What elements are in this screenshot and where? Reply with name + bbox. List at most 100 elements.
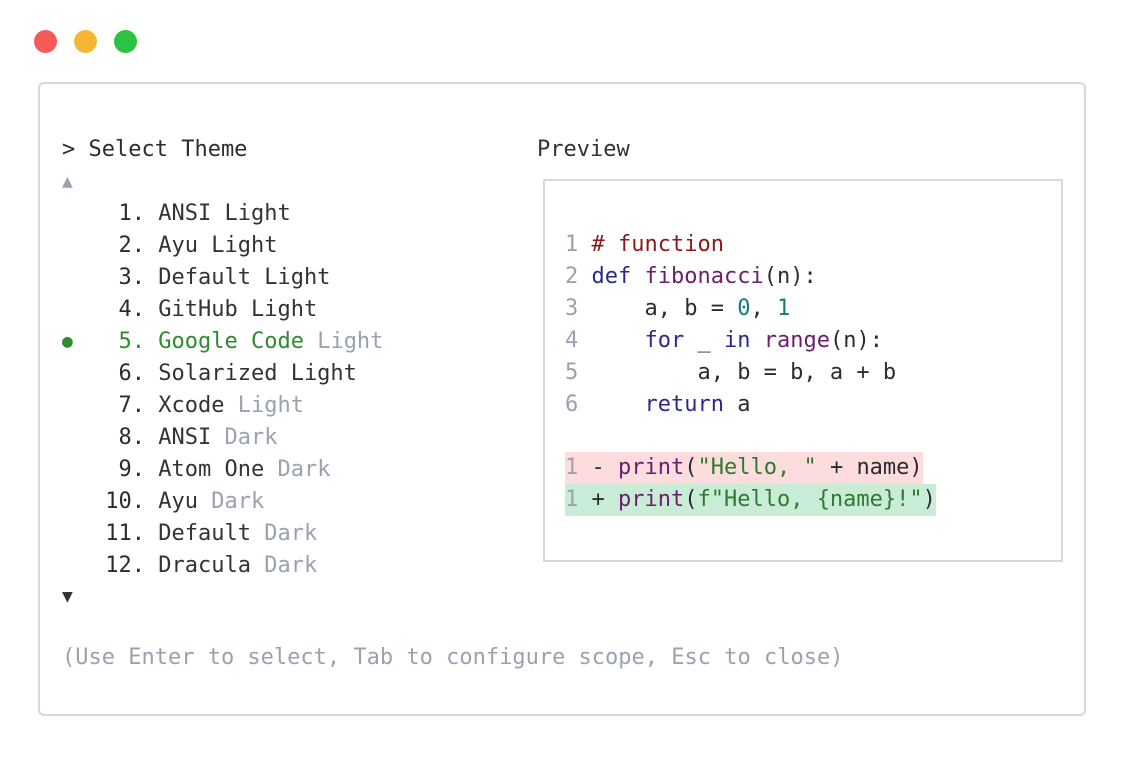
theme-item[interactable]: 9. Atom One Dark: [62, 454, 331, 486]
code-token: print: [618, 455, 685, 480]
theme-item[interactable]: 10. Ayu Dark: [62, 486, 264, 518]
theme-item-number: 6.: [118, 361, 146, 386]
theme-item[interactable]: 7. Xcode Light: [62, 390, 304, 422]
theme-item-number: 3.: [118, 265, 146, 290]
code-token: in: [723, 328, 751, 353]
code-token: (: [684, 455, 698, 480]
theme-item-number: 9.: [118, 457, 146, 482]
code-token: (: [684, 487, 698, 512]
code-token: "Hello, ": [697, 455, 817, 480]
theme-item-variant: Dark: [250, 553, 318, 578]
minimize-window-button[interactable]: [74, 30, 97, 53]
theme-item-name: GitHub Light: [145, 297, 318, 322]
code-token: [750, 328, 763, 353]
code-token: 1: [776, 296, 791, 321]
keyboard-hint: (Use Enter to select, Tab to configure s…: [62, 645, 844, 670]
code-line: 4 for _ in range(n):: [565, 325, 883, 357]
line-number: 3: [565, 296, 579, 321]
theme-item-name: Ayu Light: [145, 233, 278, 258]
line-number: 1: [565, 232, 579, 257]
line-number: 6: [565, 392, 579, 417]
diff-added-line: 1 + print(f"Hello, {name}!"): [565, 484, 936, 516]
close-window-button[interactable]: [34, 30, 57, 53]
theme-item-name: ANSI: [145, 425, 212, 450]
theme-item[interactable]: 1. ANSI Light: [62, 198, 291, 230]
code-token: 0: [737, 296, 751, 321]
line-number: 5: [565, 360, 579, 385]
code-line: 3 a, b = 0, 1: [565, 293, 790, 325]
code-token: ,: [750, 296, 777, 321]
code-token: (n):: [829, 328, 883, 353]
code-line: 6 return a: [565, 389, 750, 421]
code-token: range: [763, 328, 830, 353]
code-token: # function: [591, 232, 724, 257]
code-token: a, b = b, a + b: [578, 360, 897, 385]
theme-item-name: Google Code: [145, 329, 304, 354]
theme-item-number: 8.: [118, 425, 146, 450]
theme-item-name: Default: [145, 521, 251, 546]
theme-item-name: Xcode: [145, 393, 225, 418]
selected-marker-icon: ●: [62, 331, 73, 352]
line-number: 4: [565, 328, 579, 353]
theme-item-variant: Light: [303, 329, 384, 354]
code-token: ): [922, 487, 936, 512]
theme-item-variant: Dark: [264, 457, 331, 482]
code-token: fibonacci: [644, 264, 764, 289]
code-token: [578, 328, 644, 353]
theme-item-number: 7.: [118, 393, 146, 418]
code-token: return: [644, 392, 724, 417]
code-line: 1 # function: [565, 229, 724, 261]
theme-item-number: 12.: [105, 553, 145, 578]
theme-item-number: 4.: [118, 297, 146, 322]
theme-item[interactable]: ● 5. Google Code Light: [62, 326, 383, 358]
code-token: -: [578, 455, 618, 480]
theme-item-name: Ayu: [145, 489, 198, 514]
theme-item[interactable]: 8. ANSI Dark: [62, 422, 278, 454]
code-token: [578, 264, 591, 289]
theme-item-number: 2.: [118, 233, 146, 258]
theme-item-name: Default Light: [145, 265, 331, 290]
code-token: a: [723, 392, 751, 417]
theme-item-name: Dracula: [145, 553, 251, 578]
code-token: +: [578, 487, 618, 512]
diff-removed-line: 1 - print("Hello, " + name): [565, 452, 923, 484]
code-token: def: [591, 264, 632, 289]
theme-item[interactable]: 3. Default Light: [62, 262, 331, 294]
scroll-down-icon[interactable]: ▼: [62, 586, 73, 607]
window-controls: [34, 30, 137, 53]
theme-item-number: 5.: [118, 329, 146, 354]
code-token: [631, 264, 644, 289]
line-number: 2: [565, 264, 579, 289]
theme-item-number: 1.: [118, 201, 146, 226]
code-token: f"Hello, {name}!": [697, 487, 923, 512]
code-token: [578, 232, 591, 257]
theme-item-name: Solarized Light: [145, 361, 357, 386]
theme-item-number: 11.: [105, 521, 145, 546]
theme-item[interactable]: 2. Ayu Light: [62, 230, 278, 262]
code-token: + name): [816, 455, 923, 480]
theme-item[interactable]: 6. Solarized Light: [62, 358, 357, 390]
code-line: 5 a, b = b, a + b: [565, 357, 896, 389]
code-token: [578, 392, 644, 417]
theme-item-name: Atom One: [145, 457, 265, 482]
theme-item[interactable]: 12. Dracula Dark: [62, 550, 317, 582]
code-token: _: [684, 328, 724, 353]
line-number: 1: [565, 487, 579, 512]
code-token: for: [644, 328, 685, 353]
preview-title: Preview: [537, 137, 630, 162]
theme-item-variant: Light: [224, 393, 304, 418]
maximize-window-button[interactable]: [114, 30, 137, 53]
code-token: a, b =: [578, 296, 738, 321]
scroll-up-icon[interactable]: ▲: [62, 171, 73, 192]
picker-title: > Select Theme: [62, 137, 248, 162]
code-token: print: [618, 487, 685, 512]
theme-item-variant: Dark: [211, 425, 278, 450]
theme-item[interactable]: 11. Default Dark: [62, 518, 317, 550]
theme-item-number: 10.: [105, 489, 145, 514]
theme-item[interactable]: 4. GitHub Light: [62, 294, 318, 326]
code-token: (n):: [763, 264, 817, 289]
code-line: 2 def fibonacci(n):: [565, 261, 817, 293]
theme-item-variant: Dark: [197, 489, 265, 514]
